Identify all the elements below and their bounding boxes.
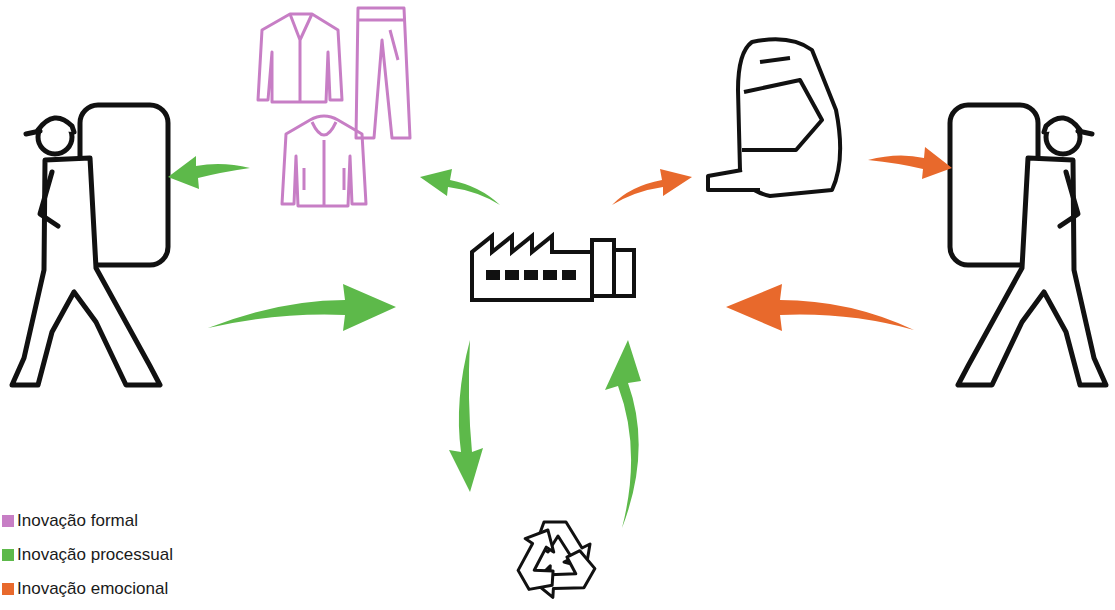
backpack-icon xyxy=(708,39,840,196)
legend-swatch xyxy=(2,515,14,527)
legend: Inovação formalInovação processualInovaç… xyxy=(2,504,173,606)
legend-label: Inovação processual xyxy=(17,545,173,565)
legend-label: Inovação emocional xyxy=(17,579,168,599)
legend-item: Inovação processual xyxy=(2,538,173,572)
hiker-figure xyxy=(950,105,1106,385)
legend-item: Inovação formal xyxy=(2,504,173,538)
emotional-arrows xyxy=(612,147,952,331)
recycle-symbol xyxy=(506,522,599,608)
legend-label: Inovação formal xyxy=(17,511,138,531)
process-arrows xyxy=(168,156,641,528)
clothes-icons xyxy=(258,8,410,206)
factory-icon xyxy=(472,236,634,300)
hiker-figure xyxy=(12,105,168,385)
legend-swatch xyxy=(2,583,14,595)
legend-item: Inovação emocional xyxy=(2,572,173,606)
legend-swatch xyxy=(2,549,14,561)
